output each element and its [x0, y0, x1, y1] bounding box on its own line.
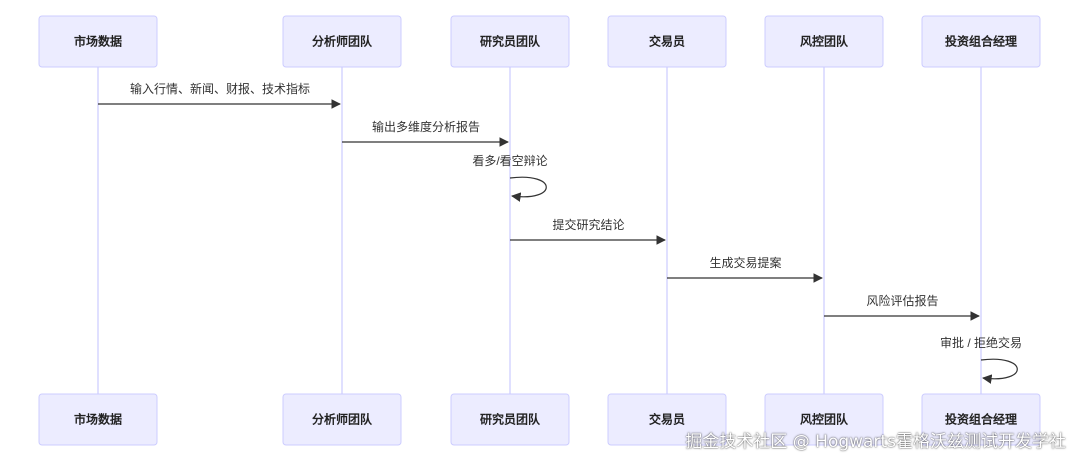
message-label: 审批 / 拒绝交易	[940, 335, 1022, 350]
actor-market-top: 市场数据	[38, 15, 158, 68]
actor-box	[282, 15, 402, 68]
message-3: 看多/看空辩论	[472, 154, 548, 202]
actor-label: 投资组合经理	[945, 412, 1017, 427]
self-loop-arrow	[509, 176, 547, 202]
actor-label: 分析师团队	[312, 412, 373, 427]
message-label: 输出多维度分析报告	[372, 119, 480, 134]
actor-label: 市场数据	[74, 412, 122, 427]
actor-risk-top: 风控团队	[764, 15, 884, 68]
actor-label: 研究员团队	[480, 34, 541, 49]
actor-label: 市场数据	[74, 34, 122, 49]
actor-analyst-top: 分析师团队	[282, 15, 402, 68]
actor-box	[764, 15, 884, 68]
actor-box	[921, 15, 1041, 68]
actor-label: 研究员团队	[480, 412, 541, 427]
self-loop-arrow	[980, 358, 1018, 384]
message-label: 提交研究结论	[552, 217, 624, 232]
actor-box	[450, 393, 570, 446]
actor-box	[607, 393, 727, 446]
actor-box	[607, 15, 727, 68]
message-label: 看多/看空辩论	[472, 154, 547, 168]
actor-label: 交易员	[649, 412, 685, 427]
actor-box	[450, 15, 570, 68]
actor-risk-bottom: 风控团队	[764, 393, 884, 446]
actor-label: 投资组合经理	[945, 34, 1017, 49]
watermark-text: 掘金技术社区 @ Hogwarts霍格沃兹测试开发学社	[685, 432, 1066, 452]
actor-label: 交易员	[649, 34, 685, 49]
actor-market-bottom: 市场数据	[38, 393, 158, 446]
actor-pm-bottom: 投资组合经理	[921, 393, 1041, 446]
actor-box	[282, 393, 402, 446]
actor-box	[764, 393, 884, 446]
message-5: 生成交易提案	[667, 255, 823, 283]
actor-pm-top: 投资组合经理	[921, 15, 1041, 68]
message-4: 提交研究结论	[510, 217, 666, 245]
actor-box	[38, 15, 158, 68]
message-1: 输入行情、新闻、财报、技术指标	[98, 81, 341, 109]
message-label: 风险评估报告	[866, 293, 938, 308]
message-7: 审批 / 拒绝交易	[940, 335, 1022, 384]
actor-trader-bottom: 交易员	[607, 393, 727, 446]
actor-trader-top: 交易员	[607, 15, 727, 68]
message-6: 风险评估报告	[824, 293, 980, 321]
message-label: 生成交易提案	[709, 255, 781, 270]
actor-label: 风控团队	[800, 34, 849, 49]
message-label: 输入行情、新闻、财报、技术指标	[130, 81, 310, 96]
actor-box	[38, 393, 158, 446]
actor-analyst-bottom: 分析师团队	[282, 393, 402, 446]
actor-label: 分析师团队	[312, 34, 373, 49]
actor-label: 风控团队	[800, 412, 849, 427]
actor-research-bottom: 研究员团队	[450, 393, 570, 446]
message-2: 输出多维度分析报告	[342, 119, 509, 147]
actor-research-top: 研究员团队	[450, 15, 570, 68]
actor-box	[921, 393, 1041, 446]
